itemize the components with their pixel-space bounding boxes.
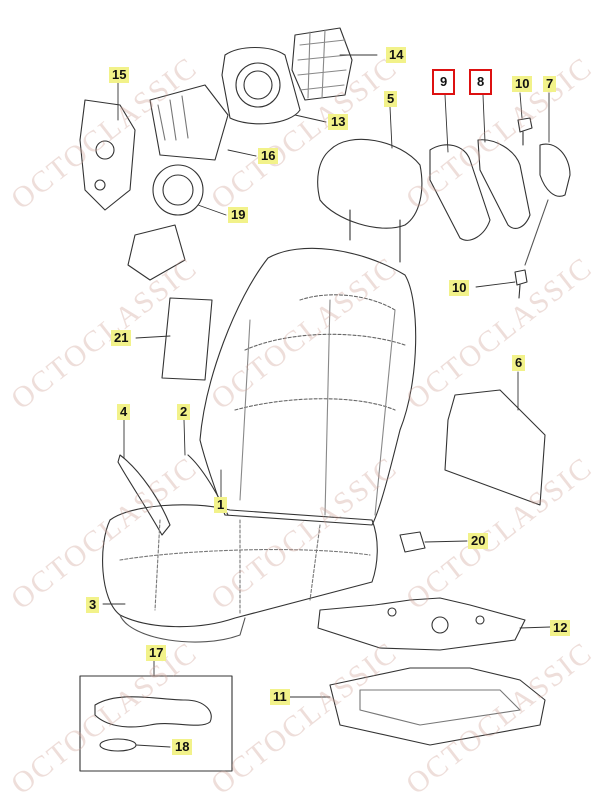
- backrest-panel-frame: [221, 47, 301, 125]
- part-label-19[interactable]: 19: [228, 207, 249, 223]
- part-label-13[interactable]: 13: [328, 114, 349, 130]
- cover-part-9: [429, 144, 491, 241]
- part-label-18[interactable]: 18: [172, 739, 193, 755]
- motor-unit: [152, 164, 204, 216]
- motor-housing: [149, 84, 229, 161]
- screw-lower: [514, 269, 528, 299]
- part-label-14[interactable]: 14: [386, 47, 407, 63]
- part-label-6[interactable]: 6: [512, 355, 526, 371]
- wiring-harness: [94, 696, 212, 728]
- headrest: [317, 138, 423, 229]
- part-label-15[interactable]: 15: [109, 67, 130, 83]
- part-label-17[interactable]: 17: [146, 645, 167, 661]
- part-label-4[interactable]: 4: [117, 404, 131, 420]
- speaker-grille: [291, 27, 353, 101]
- cover-part-7: [539, 143, 571, 197]
- part-label-10-upper[interactable]: 10: [512, 76, 533, 92]
- inset-box: [79, 675, 233, 772]
- screw-upper: [517, 117, 533, 146]
- part-label-12[interactable]: 12: [550, 620, 571, 636]
- part-label-9[interactable]: 9: [432, 69, 456, 95]
- seat-base-frame: [329, 667, 546, 746]
- part-label-20[interactable]: 20: [468, 533, 489, 549]
- part-label-1[interactable]: 1: [214, 497, 228, 513]
- lumbar-bracket: [79, 99, 136, 211]
- clip: [399, 531, 426, 553]
- part-label-5[interactable]: 5: [384, 91, 398, 107]
- seat-parts-diagram: [79, 27, 571, 772]
- part-label-16[interactable]: 16: [258, 148, 279, 164]
- part-label-2[interactable]: 2: [177, 404, 191, 420]
- side-airbag-module: [161, 297, 213, 381]
- base-plate: [317, 597, 526, 651]
- part-label-8[interactable]: 8: [469, 69, 493, 95]
- part-label-7[interactable]: 7: [543, 76, 557, 92]
- back-panel: [444, 389, 546, 506]
- o-ring: [99, 738, 137, 752]
- part-label-10-lower[interactable]: 10: [449, 280, 470, 296]
- backrest-side-trim-left: [117, 454, 171, 536]
- seat-backrest: [199, 247, 417, 526]
- part-label-11[interactable]: 11: [270, 689, 290, 705]
- part-label-3[interactable]: 3: [86, 597, 100, 613]
- cover-part-8: [477, 139, 531, 229]
- part-label-21[interactable]: 21: [111, 330, 132, 346]
- seat-cushion: [102, 504, 378, 628]
